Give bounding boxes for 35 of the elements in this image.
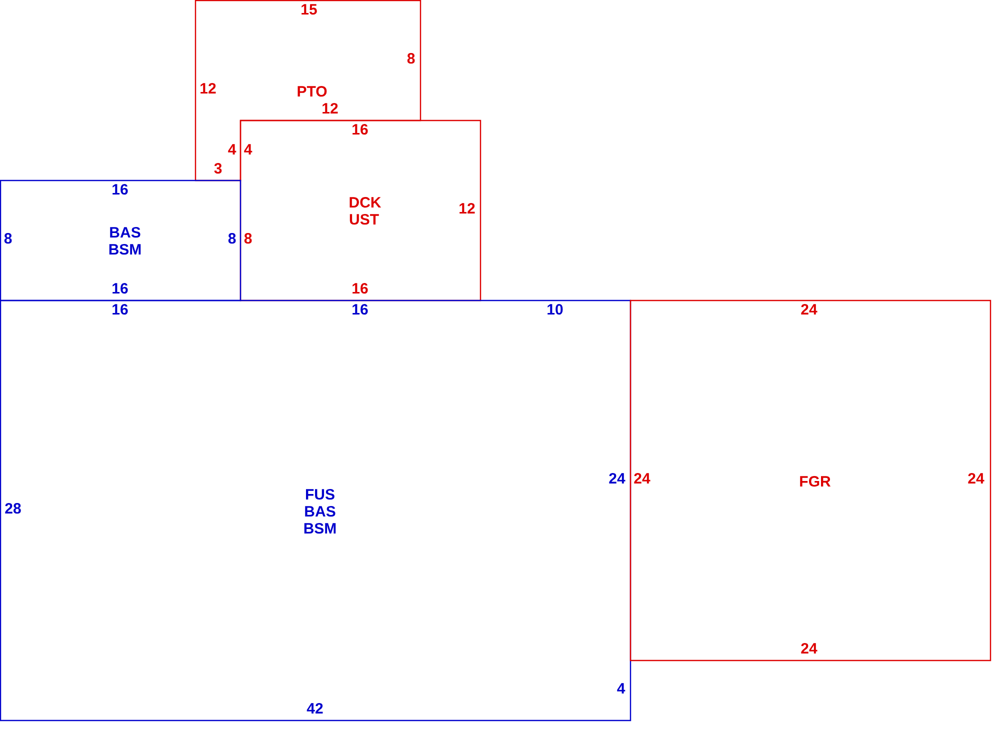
dimension-label: 16 (112, 182, 128, 198)
dimension-label: 24 (800, 302, 818, 318)
dimension-label: 8 (228, 230, 236, 248)
dimension-label: 4 (244, 142, 252, 158)
dimension-label: 24 (608, 470, 626, 488)
dimension-label: 4 (616, 680, 626, 698)
dimension-label: 4 (228, 142, 236, 158)
dimension-label: 24 (968, 470, 984, 488)
room-label: FGR (799, 474, 831, 490)
dimension-label: 12 (458, 200, 476, 218)
dimension-label: 8 (406, 50, 416, 68)
room-label: DCK (348, 194, 382, 212)
dimension-label: 16 (112, 280, 128, 298)
dimension-label: 12 (200, 80, 216, 98)
dimension-label: 16 (112, 302, 128, 318)
dimension-label: 15 (300, 2, 318, 18)
dimension-label: 8 (4, 230, 12, 248)
room-label: BAS (304, 504, 336, 520)
dimension-label: 28 (4, 500, 22, 518)
room-label: UST (349, 212, 379, 228)
room-label: BAS (109, 224, 141, 242)
dimension-label: 42 (306, 700, 324, 718)
room-label: FUS (305, 486, 335, 504)
dimension-label: 16 (352, 302, 368, 318)
dimension-label: 8 (244, 230, 252, 248)
room-label: BSM (108, 242, 142, 258)
room-label: PTO (296, 84, 328, 100)
dimension-label: 16 (352, 280, 368, 298)
dimension-label: 24 (634, 470, 650, 488)
dimension-label: 3 (214, 160, 222, 178)
dimension-label: 16 (352, 122, 368, 138)
dimension-label: 10 (546, 302, 564, 318)
dimension-label: 24 (800, 640, 818, 658)
room-label: BSM (303, 520, 337, 538)
dimension-label: 12 (322, 100, 338, 118)
